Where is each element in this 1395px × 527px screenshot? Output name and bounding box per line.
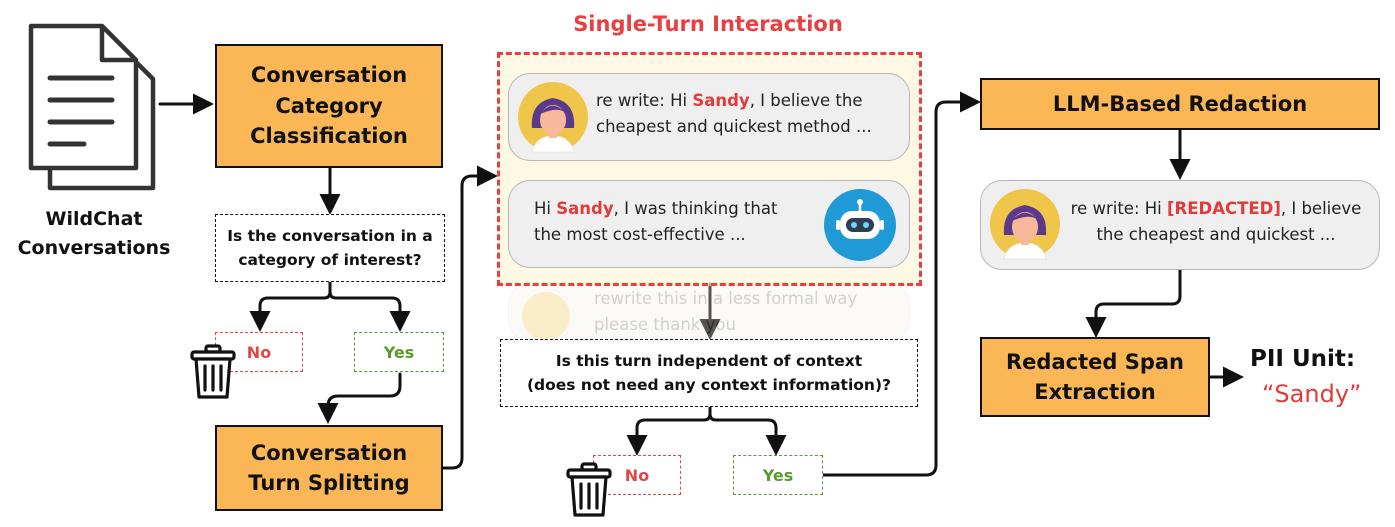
step-turn-splitting: Conversation Turn Splitting	[215, 425, 443, 511]
bot-message-text: Hi Sandy, I was thinking that the most c…	[534, 196, 777, 249]
branch-yes-1: Yes	[354, 332, 444, 372]
pii-unit-label: PII Unit:	[1250, 346, 1356, 372]
faded-message-bubble: rewrite this in a less formal way please…	[508, 282, 910, 342]
branch-no-2: No	[593, 455, 681, 495]
decision1-line1: Is the conversation in a	[227, 226, 433, 245]
source-label-line2: Conversations	[17, 236, 171, 259]
user-message-suffix: , I believe the	[749, 91, 863, 110]
redacted-message-prefix: re write: Hi	[1070, 199, 1167, 218]
step-span-extraction-line2: Extraction	[1034, 380, 1156, 404]
redacted-token: [REDACTED]	[1167, 199, 1281, 218]
user-message-prefix: re write: Hi	[596, 91, 693, 110]
bot-message-name: Sandy	[556, 199, 614, 218]
bot-message-line2: the most cost-effective ...	[534, 225, 746, 245]
decision-category-of-interest: Is the conversation in a category of int…	[215, 214, 445, 282]
step-classification-line2: Category	[275, 93, 383, 118]
step-span-extraction-line1: Redacted Span	[1006, 349, 1184, 374]
step-classification-line3: Classification	[250, 124, 408, 149]
redacted-message-line2: the cheapest and quickest ...	[1096, 225, 1336, 245]
user-message-line2: cheapest and quickest method ...	[596, 117, 872, 137]
step-redacted-span-extraction: Redacted Span Extraction	[980, 337, 1210, 417]
decision1-line2: category of interest?	[238, 251, 422, 269]
redacted-message-text: re write: Hi [REDACTED], I believe the c…	[1066, 196, 1366, 249]
user-avatar	[518, 82, 588, 153]
pii-unit-value: “Sandy”	[1262, 380, 1362, 408]
step-turn-splitting-line2: Turn Splitting	[248, 471, 410, 495]
decision2-line1: Is this turn independent of context	[555, 351, 863, 370]
document-stack-icon	[28, 23, 156, 191]
step-classification-line1: Conversation	[250, 63, 408, 88]
step-turn-splitting-line1: Conversation	[250, 440, 408, 465]
faded-message-line1: rewrite this in a less formal way	[594, 289, 858, 308]
user-avatar	[990, 189, 1060, 260]
trash-can-icon	[566, 462, 612, 517]
single-turn-title: Single-Turn Interaction	[573, 12, 843, 36]
branch-yes-2: Yes	[733, 455, 823, 495]
user-message-text: re write: Hi Sandy, I believe the cheape…	[596, 88, 872, 141]
step-category-classification: Conversation Category Classification	[215, 44, 443, 168]
redacted-message-suffix: , I believe	[1280, 199, 1362, 218]
source-label: WildChat Conversations	[4, 205, 184, 262]
step-llm-redaction-label: LLM-Based Redaction	[1052, 91, 1308, 116]
bot-message-prefix: Hi	[534, 199, 557, 218]
source-label-line1: WildChat	[45, 208, 143, 230]
user-message-name: Sandy	[692, 91, 750, 110]
faded-user-avatar	[522, 292, 570, 340]
decision-context-independent: Is this turn independent of context (doe…	[500, 339, 918, 407]
decision2-line2: (does not need any context information)?	[526, 376, 892, 394]
bot-message-suffix: , I was thinking that	[613, 199, 778, 218]
trash-can-icon	[190, 344, 236, 399]
faded-message-line2: please thank you	[594, 315, 736, 335]
robot-avatar-icon	[824, 189, 896, 261]
step-llm-redaction: LLM-Based Redaction	[980, 78, 1380, 130]
